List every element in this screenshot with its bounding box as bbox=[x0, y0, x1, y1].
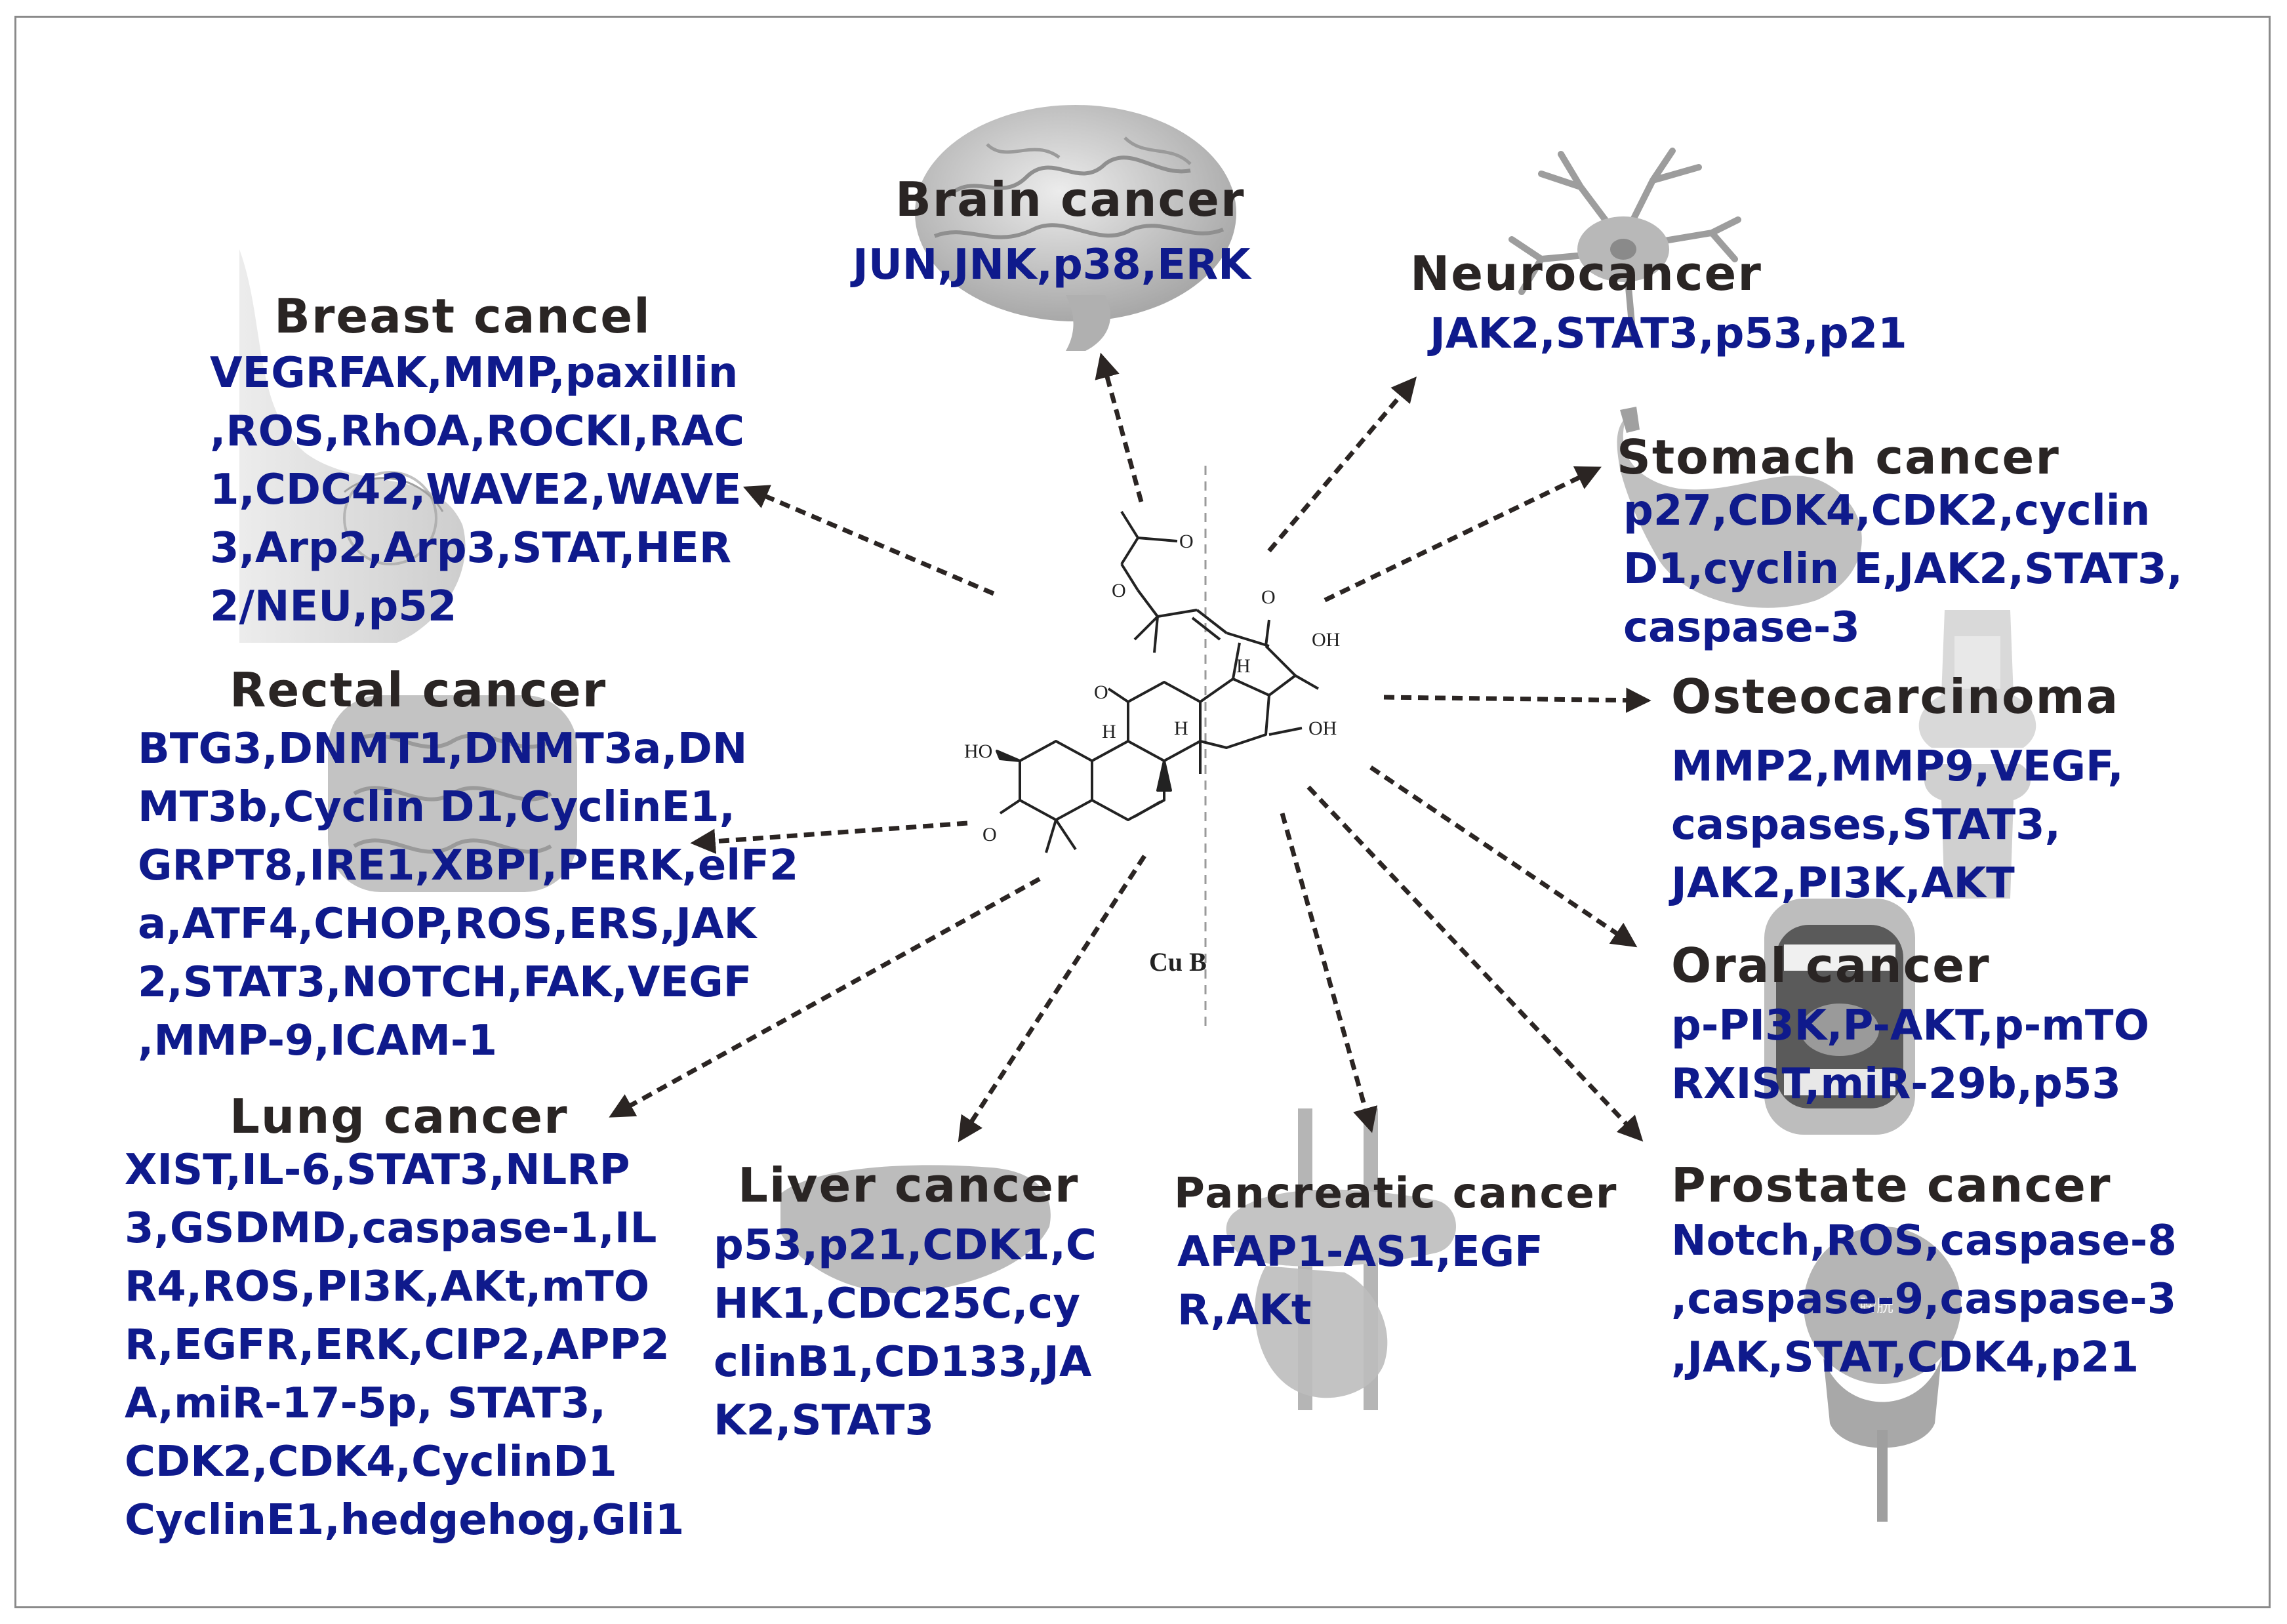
pancreas-icon bbox=[1226, 1108, 1456, 1410]
brain-cancer-title: Brain cancer bbox=[895, 172, 1245, 227]
prostate-cancer-title: Prostate cancer bbox=[1671, 1158, 2112, 1213]
target-line: D1,cyclin E,JAK2,STAT3, bbox=[1623, 545, 2183, 594]
target-line: R4,ROS,PI3K,AKt,mTO bbox=[125, 1263, 650, 1311]
bladder-label: 膀胱 bbox=[1859, 1297, 1893, 1316]
neuro-cancer-title: Neurocancer bbox=[1410, 246, 1762, 301]
target-line: p53,p21,CDK1,C bbox=[714, 1221, 1097, 1270]
target-line: Notch,ROS,caspase-8 bbox=[1671, 1217, 2177, 1265]
hydrogen-label-1: H bbox=[1102, 721, 1116, 742]
oral-cancer-title: Oral cancer bbox=[1671, 938, 1991, 993]
acetate-oxygen-label: O bbox=[1179, 531, 1194, 552]
compound-label: Cu B bbox=[1149, 947, 1207, 977]
neuron-icon bbox=[1508, 148, 1741, 341]
target-line: GRPT8,IRE1,XBPI,PERK,elF2 bbox=[138, 842, 799, 890]
rectal-cancer-targets: BTG3,DNMT1,DNMT3a,DN MT3b,Cyclin D1,Cycli… bbox=[138, 720, 798, 1070]
arrow-to-osteo bbox=[1383, 687, 1651, 713]
brain-icon bbox=[915, 105, 1236, 351]
target-line: MT3b,Cyclin D1,CyclinE1, bbox=[138, 783, 735, 832]
target-line: CDK2,CDK4,CyclinD1 bbox=[125, 1438, 617, 1486]
target-line: CyclinE1,hedgehog,Gli1 bbox=[125, 1496, 685, 1545]
target-line: a,ATF4,CHOP,ROS,ERS,JAK bbox=[138, 900, 757, 948]
breast-cancer-targets: VEGRFAK,MMP,paxillin ,ROS,RhOA,ROCKI,RAC 1… bbox=[210, 344, 744, 636]
target-line: p27,CDK4,CDK2,cyclin bbox=[1623, 487, 2151, 535]
target-line: XIST,IL-6,STAT3,NLRP bbox=[125, 1146, 630, 1194]
hydroxyl-label: HO bbox=[964, 741, 992, 762]
target-line: JAK2,STAT3,p53,p21 bbox=[1430, 310, 1907, 358]
target-line: 3,Arp2,Arp3,STAT,HER bbox=[210, 524, 732, 573]
arrow-to-lung bbox=[609, 876, 1041, 1118]
arrow-to-pancreatic bbox=[1280, 813, 1378, 1133]
hydroxyl-label-top: OH bbox=[1312, 629, 1340, 651]
target-line: caspases,STAT3, bbox=[1671, 801, 2061, 849]
arrow-to-oral bbox=[1369, 765, 1638, 948]
arrow-to-neuro bbox=[1267, 376, 1417, 553]
bladder-prostate-icon: 膀胱 bbox=[1804, 1227, 1961, 1522]
target-line: ,caspase-9,caspase-3 bbox=[1671, 1275, 2177, 1324]
target-line: clinB1,CD133,JA bbox=[714, 1338, 1092, 1387]
arrow-to-breast bbox=[742, 485, 995, 596]
rectal-cancer-title: Rectal cancer bbox=[230, 662, 607, 718]
target-line: 2/NEU,p52 bbox=[210, 582, 457, 631]
target-line: JAK2,PI3K,AKT bbox=[1671, 859, 2015, 908]
target-line: ,ROS,RhOA,ROCKI,RAC bbox=[210, 407, 745, 456]
breast-cancer-title: Breast cancel bbox=[274, 289, 651, 344]
liver-cancer-title: Liver cancer bbox=[738, 1158, 1080, 1213]
target-line: A,miR-17-5p, STAT3, bbox=[125, 1379, 606, 1428]
osteo-cancer-title: Osteocarcinoma bbox=[1671, 669, 2120, 724]
arrow-to-brain bbox=[1095, 352, 1144, 502]
arrow-to-rectal bbox=[690, 821, 968, 854]
brain-cancer-targets: JUN,JNK,p38,ERK bbox=[853, 236, 1251, 294]
target-line: AFAP1-AS1,EGF bbox=[1177, 1228, 1543, 1276]
target-line: MMP2,MMP9,VEGF, bbox=[1671, 742, 2124, 791]
pancreatic-cancer-targets: AFAP1-AS1,EGF R,AKt bbox=[1177, 1223, 1543, 1340]
knee-bone-icon bbox=[1918, 610, 2036, 899]
prostate-cancer-targets: Notch,ROS,caspase-8 ,caspase-9,caspase-3,… bbox=[1671, 1212, 2177, 1387]
lung-cancer-title: Lung cancer bbox=[230, 1089, 569, 1144]
liver-cancer-targets: p53,p21,CDK1,C HK1,CDC25C,cy clinB1,CD133,… bbox=[714, 1217, 1097, 1450]
hydroxyl-label-ring: OH bbox=[1308, 718, 1337, 739]
target-line: JUN,JNK,p38,ERK bbox=[853, 241, 1251, 289]
target-line: 3,GSDMD,caspase-1,IL bbox=[125, 1204, 657, 1253]
arrow-to-liver bbox=[958, 855, 1146, 1143]
target-line: HK1,CDC25C,cy bbox=[714, 1280, 1081, 1328]
stomach-cancer-title: Stomach cancer bbox=[1617, 430, 2060, 485]
target-line: 2,STAT3,NOTCH,FAK,VEGF bbox=[138, 958, 752, 1007]
target-line: RXIST,miR-29b,p53 bbox=[1671, 1060, 2121, 1108]
osteo-cancer-targets: MMP2,MMP9,VEGF, caspases,STAT3, JAK2,PI3K,… bbox=[1671, 738, 2124, 913]
ketone-label-c11: O bbox=[1094, 681, 1108, 703]
oral-cancer-targets: p-PI3K,P-AKT,p-mTO RXIST,miR-29b,p53 bbox=[1671, 997, 2149, 1114]
target-line: BTG3,DNMT1,DNMT3a,DN bbox=[138, 725, 748, 773]
target-line: R,EGFR,ERK,CIP2,APP2 bbox=[125, 1321, 670, 1370]
hydrogen-label-2: H bbox=[1174, 718, 1188, 739]
arrow-to-prostate bbox=[1306, 785, 1644, 1142]
target-line: caspase-3 bbox=[1623, 603, 1860, 652]
ketone-label-chain: O bbox=[1261, 586, 1276, 608]
breast-icon bbox=[239, 249, 466, 643]
target-line: K2,STAT3 bbox=[714, 1396, 934, 1445]
target-line: VEGRFAK,MMP,paxillin bbox=[210, 349, 739, 397]
liver-icon bbox=[780, 1165, 1051, 1293]
lung-cancer-targets: XIST,IL-6,STAT3,NLRP 3,GSDMD,caspase-1,IL… bbox=[125, 1141, 684, 1550]
figure-frame bbox=[14, 16, 2271, 1608]
ester-oxygen-label: O bbox=[1112, 580, 1126, 601]
mouth-icon bbox=[1764, 899, 1915, 1135]
neuro-cancer-targets: JAK2,STAT3,p53,p21 bbox=[1430, 305, 1907, 363]
pancreatic-cancer-title: Pancreatic cancer bbox=[1174, 1169, 1618, 1218]
target-line: 1,CDC42,WAVE2,WAVE bbox=[210, 466, 742, 514]
target-line: p-PI3K,P-AKT,p-mTO bbox=[1671, 1002, 2149, 1050]
target-line: R,AKt bbox=[1177, 1286, 1312, 1335]
intestine-icon bbox=[328, 695, 577, 892]
stomach-icon bbox=[1617, 407, 1862, 608]
hydrogen-label-3: H bbox=[1236, 655, 1251, 677]
target-line: ,JAK,STAT,CDK4,p21 bbox=[1671, 1333, 2139, 1382]
target-line: ,MMP-9,ICAM-1 bbox=[138, 1017, 497, 1065]
ketone-label-ring: O bbox=[982, 824, 997, 845]
